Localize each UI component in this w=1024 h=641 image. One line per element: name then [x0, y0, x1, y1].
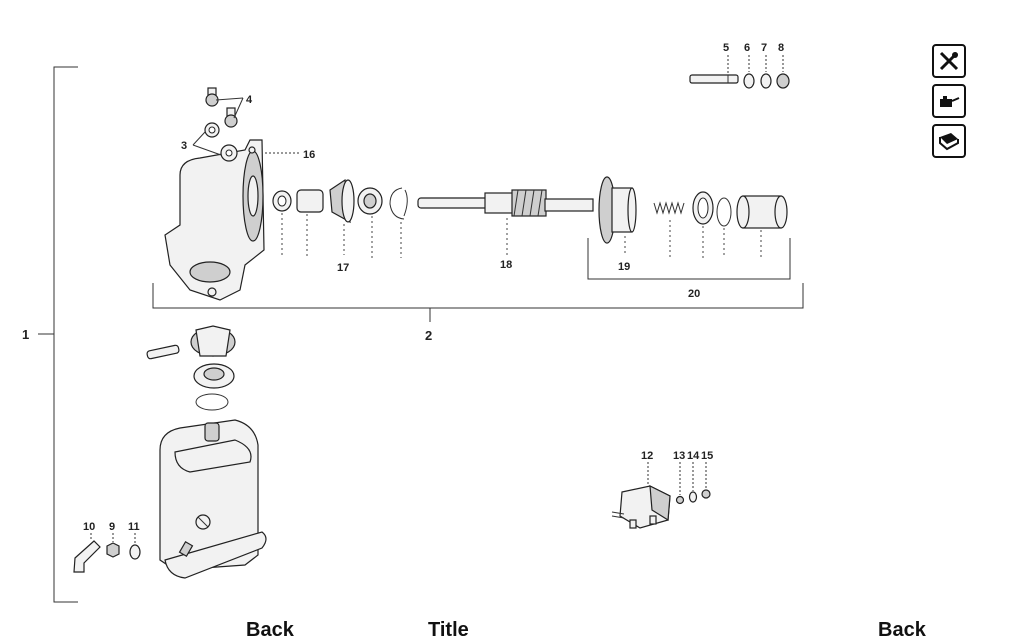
callout-12: 12 [641, 450, 653, 462]
assembly-2-bracket [152, 283, 804, 309]
bearing [357, 187, 383, 215]
assembly-1-bracket [53, 66, 78, 603]
icon-toolbar [932, 44, 970, 164]
washer-11 [129, 544, 141, 560]
back-link-right[interactable]: Back [878, 619, 926, 641]
callout-11: 11 [128, 521, 140, 533]
spring [653, 201, 685, 215]
washers-3 [204, 122, 238, 162]
callout-4: 4 [246, 94, 253, 106]
washer-14 [688, 491, 698, 503]
drive-shaft-18 [417, 189, 594, 217]
bolts-4 [205, 87, 238, 128]
nut-13 [675, 495, 685, 505]
callout-6: 6 [744, 42, 750, 54]
oil-can-icon[interactable] [932, 84, 966, 118]
o-ring [195, 393, 229, 411]
tools-icon[interactable] [932, 44, 966, 78]
stud-5 [689, 74, 739, 84]
callout-20: 20 [688, 288, 700, 300]
callout-16: 16 [303, 149, 315, 161]
callout-19: 19 [618, 261, 630, 273]
drive-housing [164, 139, 265, 301]
callout-15: 15 [701, 450, 713, 462]
nut-9 [106, 542, 120, 558]
circlip [389, 187, 408, 220]
nut-15 [701, 489, 711, 499]
footer-nav: Back Title Back [0, 620, 1024, 640]
gear-19 [598, 176, 637, 244]
callout-2: 2 [425, 328, 432, 343]
lever-10 [73, 540, 101, 573]
callout-17: 17 [337, 262, 349, 274]
pin [146, 344, 180, 360]
callout-9: 9 [109, 521, 115, 533]
washer-6 [743, 73, 755, 89]
sleeve [296, 189, 324, 213]
nut-8 [776, 73, 790, 89]
callout-1: 1 [22, 327, 29, 342]
assembly-20-bracket [587, 238, 791, 280]
callout-13: 13 [673, 450, 685, 462]
callout-7: 7 [761, 42, 767, 54]
bushing [272, 190, 292, 212]
callout-5: 5 [723, 42, 729, 54]
callout-18: 18 [500, 259, 512, 271]
end-cap [736, 195, 788, 229]
callout-3: 3 [181, 140, 187, 152]
regulator-12 [611, 484, 671, 529]
bevel-gear-17 [329, 178, 355, 224]
callout-8: 8 [778, 42, 784, 54]
callout-14: 14 [687, 450, 700, 462]
lower-bevel-gear [190, 325, 236, 357]
callout-10: 10 [83, 521, 95, 533]
snap-ring [716, 197, 732, 227]
lock-washer-7 [760, 73, 772, 89]
back-link-left[interactable]: Back [246, 619, 294, 641]
lower-bearing [193, 363, 235, 389]
manual-book-icon[interactable] [932, 124, 966, 158]
generator-body [159, 419, 267, 579]
title-link[interactable]: Title [428, 619, 469, 641]
